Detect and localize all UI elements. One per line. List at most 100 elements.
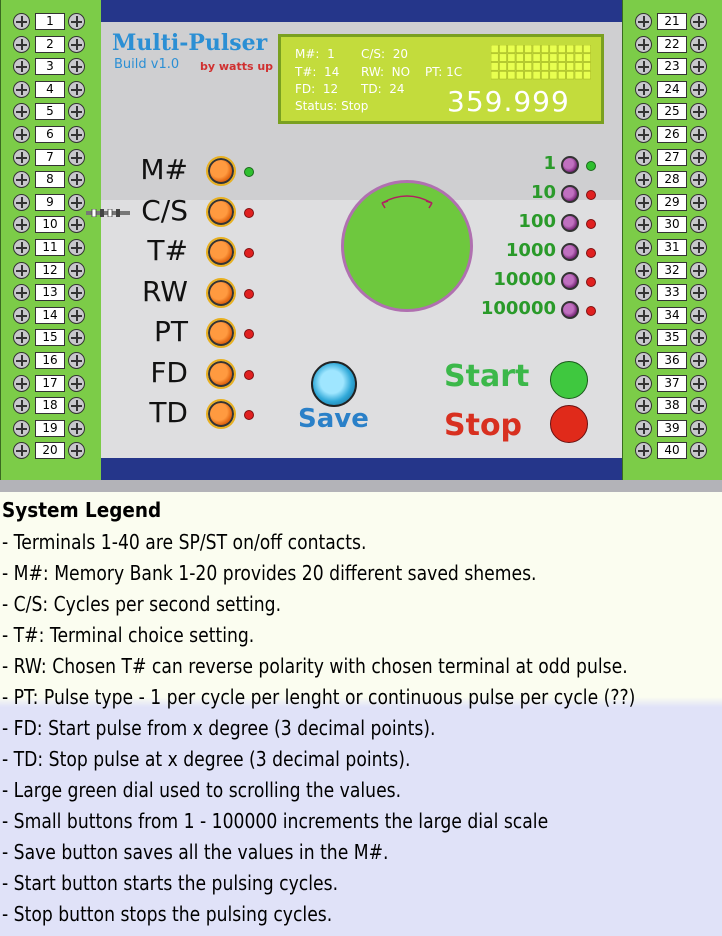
screw-icon bbox=[68, 171, 85, 189]
terminal-26: 26 bbox=[623, 124, 722, 144]
terminal-number: 20 bbox=[35, 442, 65, 460]
terminal-number: 16 bbox=[35, 352, 65, 369]
setting-label-m: M# bbox=[140, 153, 188, 186]
terminal-22: 22 bbox=[623, 34, 722, 54]
setting-button[interactable] bbox=[206, 156, 236, 186]
screw-icon bbox=[690, 13, 707, 30]
increment-led-indicator bbox=[586, 248, 596, 258]
screw-icon bbox=[690, 329, 707, 347]
increment-label: 10 bbox=[530, 182, 556, 203]
increment-button[interactable] bbox=[561, 156, 579, 174]
lcd-dot bbox=[557, 45, 566, 53]
screw-icon bbox=[635, 397, 652, 415]
increment-led-indicator bbox=[586, 190, 596, 200]
increment-led-indicator bbox=[586, 277, 596, 287]
legend-item: - M#: Memory Bank 1-20 provides 20 diffe… bbox=[2, 561, 537, 585]
lcd-dot-matrix bbox=[491, 45, 591, 80]
screw-icon bbox=[68, 374, 85, 392]
lcd-reverse: RW: NO bbox=[361, 65, 411, 79]
setting-label-rw: RW bbox=[141, 274, 188, 308]
increment-button[interactable] bbox=[561, 185, 579, 203]
legend-item: - FD: Start pulse from x degree (3 decim… bbox=[2, 716, 436, 740]
lcd-dot bbox=[574, 45, 583, 53]
increment-button[interactable] bbox=[561, 214, 579, 232]
screw-icon bbox=[68, 103, 85, 121]
setting-label-t: T# bbox=[147, 234, 188, 267]
terminal-32: 32 bbox=[623, 260, 722, 280]
setting-led-indicator bbox=[244, 410, 254, 420]
lcd-dot bbox=[549, 62, 558, 71]
terminal-number: 13 bbox=[35, 284, 65, 302]
stop-button[interactable] bbox=[550, 405, 588, 443]
screw-icon bbox=[635, 103, 652, 121]
lcd-dot bbox=[583, 62, 591, 71]
screw-icon bbox=[68, 397, 85, 415]
lcd-dot bbox=[507, 45, 516, 53]
terminal-17: 17 bbox=[1, 373, 101, 393]
save-button[interactable] bbox=[311, 361, 357, 407]
terminal-number: 25 bbox=[657, 103, 687, 121]
lcd-dot bbox=[541, 45, 549, 53]
increment-label: 1000 bbox=[505, 240, 556, 261]
setting-button[interactable] bbox=[206, 237, 236, 267]
legend-item: - Large green dial used to scrolling the… bbox=[2, 778, 402, 802]
increment-button[interactable] bbox=[561, 301, 579, 319]
setting-button[interactable] bbox=[206, 277, 236, 308]
terminal-27: 27 bbox=[623, 147, 722, 167]
device-title: Multi-Pulser bbox=[112, 30, 268, 56]
terminal-38: 38 bbox=[623, 395, 722, 415]
increment-button[interactable] bbox=[561, 243, 579, 261]
lcd-dot bbox=[541, 62, 549, 71]
lcd-dot bbox=[574, 53, 583, 62]
terminal-25: 25 bbox=[623, 101, 722, 121]
screw-icon bbox=[13, 13, 30, 30]
panel-bottom-bar bbox=[101, 458, 622, 480]
start-button[interactable] bbox=[550, 361, 588, 399]
setting-label-fd: FD bbox=[150, 355, 188, 389]
lcd-dot bbox=[524, 53, 533, 62]
setting-button[interactable] bbox=[206, 358, 236, 389]
screw-icon bbox=[13, 239, 30, 256]
lcd-dot bbox=[491, 71, 499, 80]
terminal-9: 9 bbox=[1, 192, 101, 212]
terminal-number: 34 bbox=[657, 306, 687, 324]
terminal-28: 28 bbox=[623, 169, 722, 189]
screw-icon bbox=[13, 329, 30, 347]
terminal-20: 20 bbox=[1, 440, 101, 460]
screw-icon bbox=[690, 306, 707, 324]
terminal-35: 35 bbox=[623, 327, 722, 347]
terminal-number: 29 bbox=[657, 193, 687, 211]
lcd-dot bbox=[499, 71, 507, 80]
screw-icon bbox=[13, 261, 30, 279]
terminal-number: 27 bbox=[657, 148, 687, 166]
legend-item: - Terminals 1-40 are SP/ST on/off contac… bbox=[2, 530, 367, 554]
terminal-23: 23 bbox=[623, 56, 722, 76]
screw-icon bbox=[690, 397, 707, 415]
setting-led-indicator bbox=[244, 369, 254, 380]
terminal-2: 2 bbox=[1, 34, 101, 54]
screw-icon bbox=[690, 80, 707, 98]
stop-label: Stop bbox=[444, 408, 523, 443]
terminal-number: 17 bbox=[35, 374, 65, 392]
increment-button[interactable] bbox=[561, 272, 579, 290]
terminal-number: 12 bbox=[35, 261, 65, 279]
terminal-29: 29 bbox=[623, 192, 722, 212]
screw-icon bbox=[68, 126, 85, 143]
lcd-dot bbox=[524, 62, 533, 71]
setting-button[interactable] bbox=[206, 399, 236, 429]
setting-button[interactable] bbox=[206, 196, 236, 227]
terminal-14: 14 bbox=[1, 305, 101, 325]
setting-button[interactable] bbox=[206, 318, 236, 348]
lcd-dot bbox=[499, 62, 507, 71]
lcd-dot bbox=[524, 71, 533, 80]
terminal-number: 24 bbox=[657, 80, 687, 98]
terminal-number: 2 bbox=[35, 35, 65, 53]
terminal-number: 28 bbox=[657, 171, 687, 189]
screw-icon bbox=[690, 126, 707, 143]
increment-label: 100000 bbox=[480, 298, 556, 319]
lcd-from-degree: FD: 12 bbox=[295, 82, 339, 96]
scroll-dial[interactable] bbox=[341, 180, 473, 312]
build-version: Build v1.0 bbox=[114, 57, 180, 72]
terminal-39: 39 bbox=[623, 418, 722, 438]
terminal-15: 15 bbox=[1, 327, 101, 347]
